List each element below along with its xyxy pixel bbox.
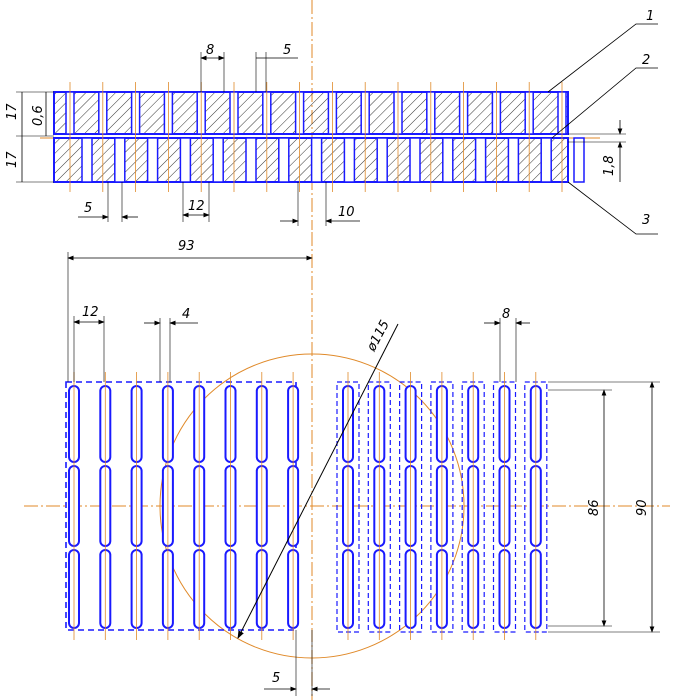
- callout-2-leader: [551, 67, 658, 139]
- lower-slot: [442, 137, 454, 183]
- callout-3: 3: [642, 213, 650, 228]
- lower-slot: [540, 137, 552, 183]
- plan-view: 93 12 4 8 ø115 5 86 90: [24, 232, 670, 700]
- lower-slot: [376, 137, 388, 183]
- lower-slot: [278, 137, 290, 183]
- dim-offset-right: 10: [338, 205, 355, 220]
- dim-gap-right: 1,8: [602, 155, 617, 176]
- callout-1-leader: [547, 23, 658, 93]
- dim-pitch-bottom-left: 5: [84, 201, 92, 216]
- callout-2: 2: [642, 53, 650, 68]
- dim-outer-height: 90: [635, 499, 650, 516]
- callout-3-leader: [567, 181, 658, 235]
- dim-slot-width-right: 8: [502, 307, 510, 322]
- lower-slot: [146, 137, 159, 183]
- diameter-leader: [237, 323, 399, 639]
- dim-layer-upper: 17: [5, 103, 20, 120]
- lower-slot: [409, 137, 421, 183]
- lower-slot: [212, 137, 224, 183]
- lower-slot: [474, 137, 487, 183]
- plan-ticks: [73, 372, 537, 640]
- dim-slot-width-top: 8: [206, 43, 214, 58]
- lower-slot: [114, 137, 126, 183]
- dim-slot-width-left: 4: [182, 307, 190, 322]
- section-ticks: [69, 82, 563, 192]
- lower-slot: [343, 137, 356, 183]
- dim-plan-pitch: 12: [82, 305, 99, 320]
- lower-slot: [507, 137, 520, 183]
- lower-slot: [179, 137, 192, 183]
- dim-layer-lower: 17: [5, 151, 20, 168]
- dim-inner-height: 86: [587, 499, 602, 516]
- lower-slot: [310, 137, 323, 183]
- dim-offset-bottom: 5: [272, 671, 280, 686]
- callout-1: 1: [646, 9, 654, 24]
- dim-diameter: ø115: [364, 318, 393, 355]
- dim-half-width: 93: [178, 239, 195, 254]
- lower-slot: [81, 137, 93, 183]
- lower-slot: [245, 137, 257, 183]
- lower-slots: [81, 137, 585, 183]
- lower-slot: [573, 137, 585, 183]
- dim-slot-pitch: 12: [188, 199, 205, 214]
- section-view: 8 5 17 17 0,6 1,8 5 12 10: [5, 0, 658, 235]
- dim-slot-gap-top: 5: [283, 43, 291, 58]
- dim-gap-height: 0,6: [31, 105, 46, 126]
